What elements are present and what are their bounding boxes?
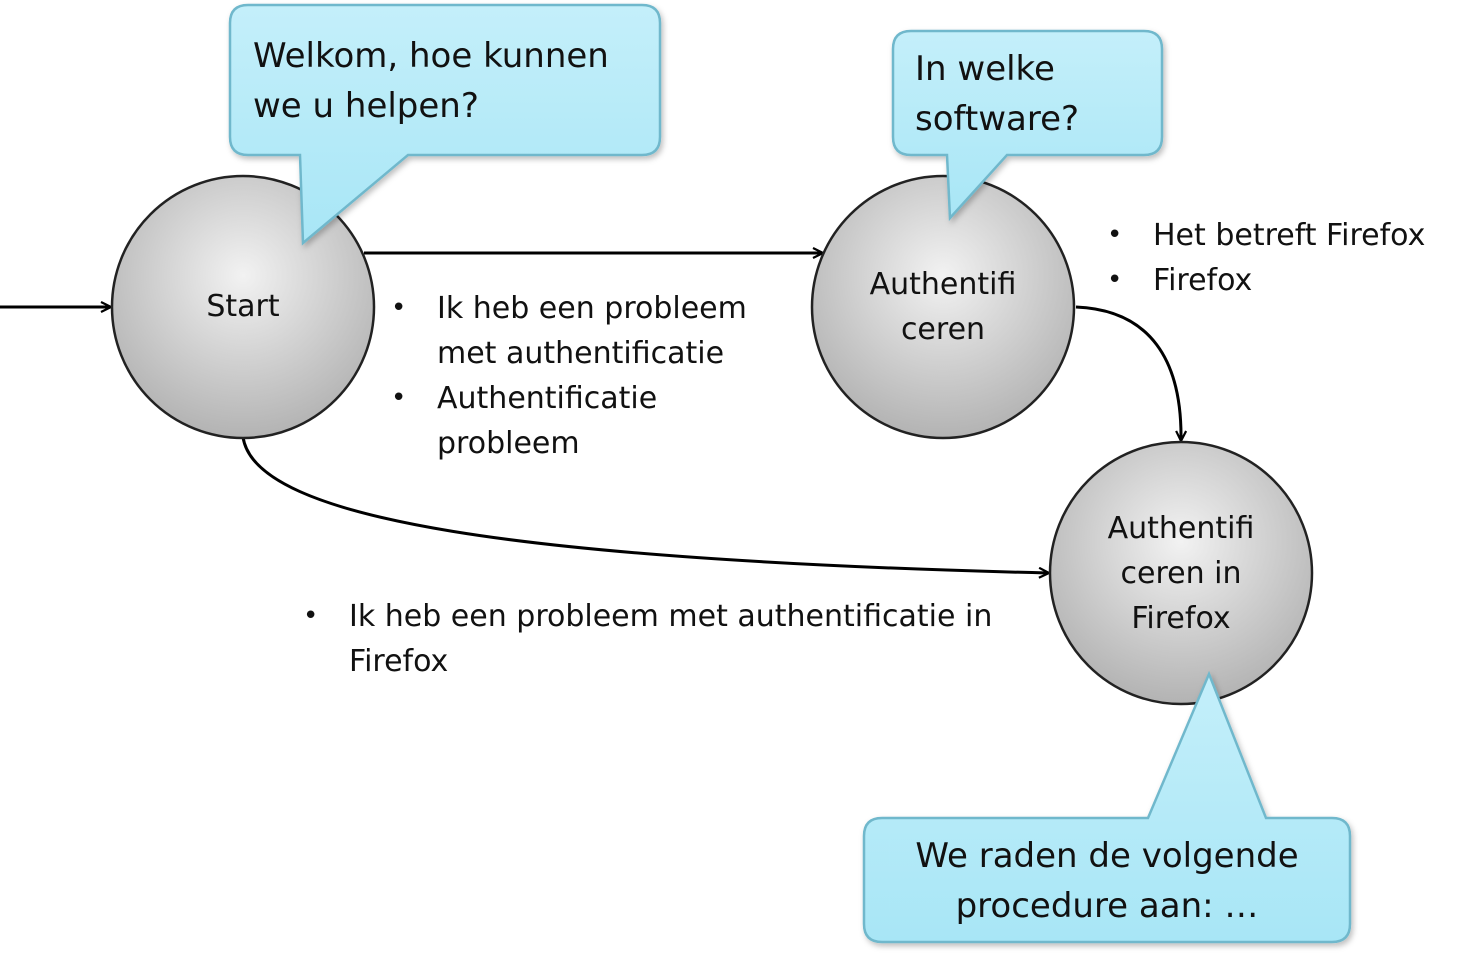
transition-label-item: Het betreft Firefox [1107, 213, 1452, 258]
transition-start-to-auth-firefox-labels: Ik heb een probleem met authentificatie … [303, 594, 1023, 684]
state-auth-firefox-label: Authentifi ceren in Firefox [1107, 511, 1255, 636]
state-auth-node[interactable] [810, 174, 1076, 440]
transition-label-item: Firefox [1107, 258, 1452, 303]
state-auth-label: Authentifi ceren [869, 267, 1017, 347]
transition-label-item: Ik heb een probleem met authentificatie … [303, 594, 1023, 684]
state-start-node[interactable] [110, 174, 376, 440]
transition-label-item: Ik heb een probleem met authentificatie [391, 286, 781, 376]
bubble-advice-shape [862, 670, 1352, 944]
bubble-software-text: In welke software? [915, 49, 1080, 139]
arrow-start-to-auth-firefox [241, 436, 1048, 573]
bubble-advice-text: We raden de volgende procedure aan: … [915, 836, 1299, 926]
transition-auth-to-auth-firefox-labels: Het betreft Firefox Firefox [1107, 213, 1452, 303]
arrow-auth-to-auth-firefox [1075, 305, 1181, 440]
state-auth-firefox-node[interactable] [1048, 440, 1314, 706]
transition-start-to-auth-labels: Ik heb een probleem met authentificatie … [391, 286, 781, 466]
bubble-welcome-shape [228, 3, 662, 246]
transition-label-item: Authentificatie probleem [391, 376, 717, 466]
bubble-welcome-text: Welkom, hoe kunnen we u helpen? [253, 36, 609, 126]
bubble-software-shape [891, 29, 1164, 222]
state-start-label: Start [206, 289, 280, 324]
